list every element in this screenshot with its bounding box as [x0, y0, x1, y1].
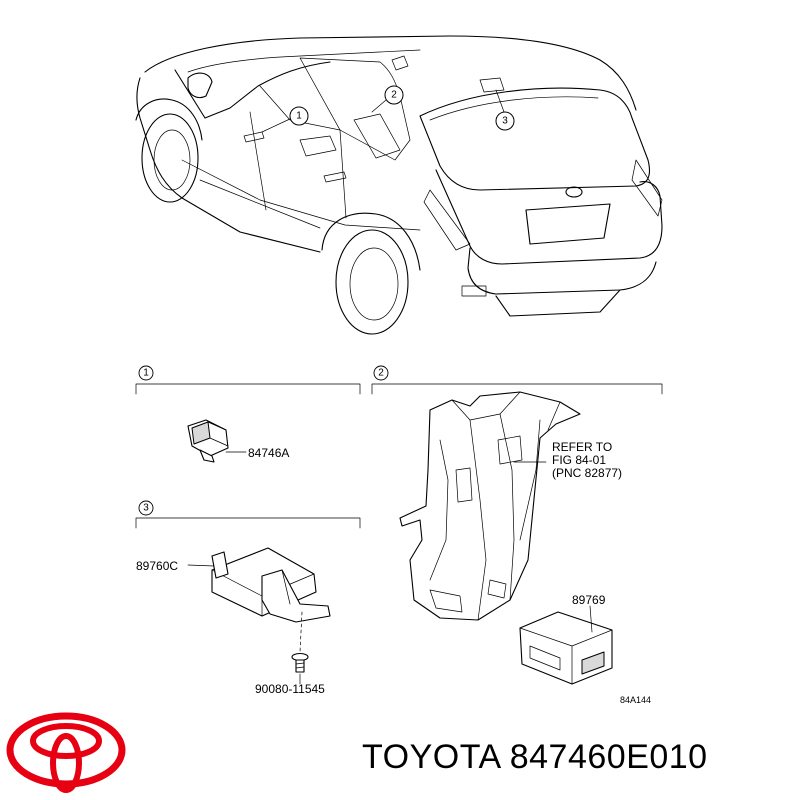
brand-part-title: TOYOTA 847460E010: [362, 738, 708, 777]
bracket-assembly-icon[interactable]: [399, 391, 581, 621]
refer-line-2: FIG 84-01: [552, 453, 606, 467]
vehicle-illustration: 1 2 3: [135, 35, 663, 335]
section-3-number: 3: [143, 503, 149, 514]
callout-2[interactable]: 2: [384, 85, 404, 105]
switch-part-icon[interactable]: [187, 419, 229, 463]
section-1: 1 84746A: [135, 365, 361, 463]
callout-1[interactable]: 1: [289, 106, 309, 126]
figure-code: 84A144: [620, 695, 651, 705]
callout-1-label: 1: [296, 111, 302, 122]
brand-name: TOYOTA: [362, 738, 500, 776]
part-number: 847460E010: [509, 738, 708, 776]
section-3-badge: [138, 500, 154, 516]
part-label-89769: 89769: [572, 593, 606, 607]
callout-2-label: 2: [391, 90, 397, 101]
ecu-part-icon[interactable]: [211, 547, 331, 623]
part-label-90080-11545: 90080-11545: [255, 682, 325, 696]
section-2-badge: [373, 365, 389, 381]
part-label-84746A: 84746A: [248, 446, 289, 460]
section-1-number: 1: [143, 368, 149, 379]
toyota-logo-icon: [6, 712, 126, 793]
bolt-part-icon[interactable]: [291, 652, 309, 673]
callout-3-label: 3: [502, 116, 508, 127]
section-2-number: 2: [378, 368, 384, 379]
refer-line-3: (PNC 82877): [552, 466, 622, 480]
part-label-89760C: 89760C: [136, 559, 178, 573]
section-2: 2 REFER TO FIG 84-01 (PNC 82877): [371, 365, 663, 705]
section-1-badge: [138, 365, 154, 381]
module-part-icon[interactable]: [519, 611, 613, 685]
section-3: 3 89760C 90080-11545: [135, 500, 361, 696]
callout-3[interactable]: 3: [495, 111, 515, 131]
refer-line-1: REFER TO: [552, 440, 612, 454]
